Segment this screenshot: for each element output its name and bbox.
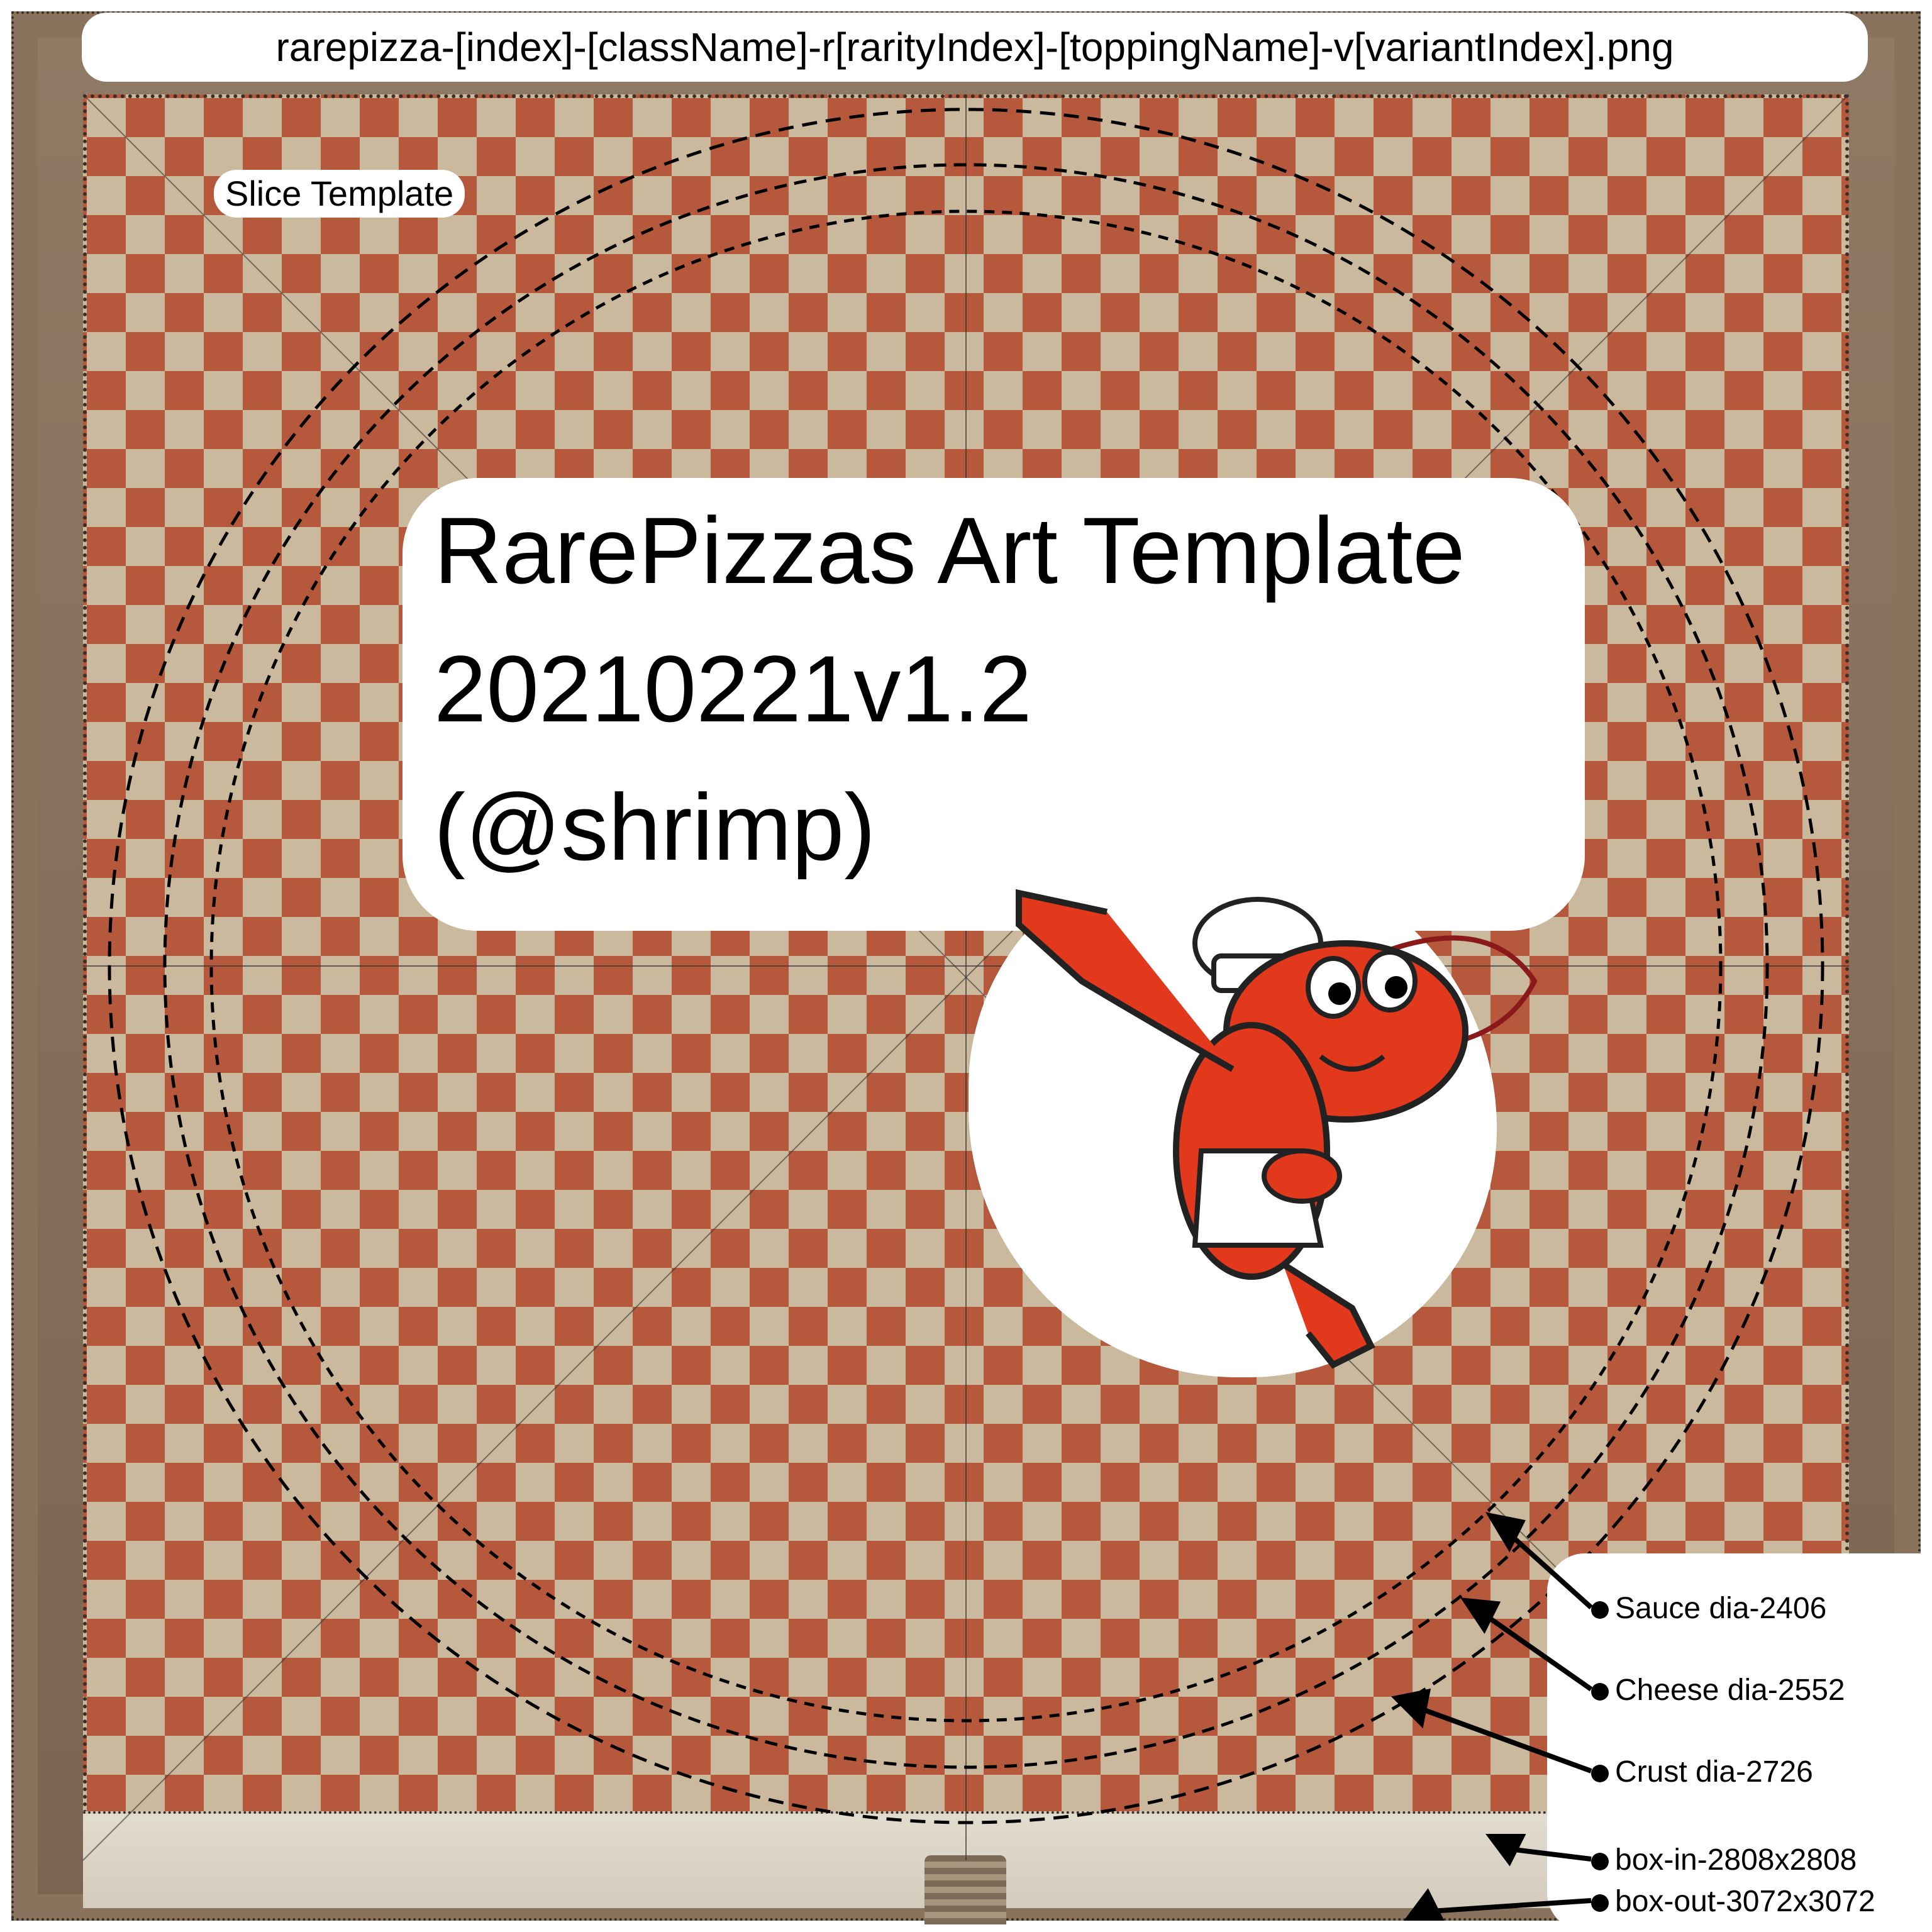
cheese-arrowhead xyxy=(1460,1597,1501,1634)
legend-item-box-out: box-out-3072x3072 xyxy=(1591,1884,1875,1919)
legend-label: box-out-3072x3072 xyxy=(1615,1885,1875,1918)
slice-template-label: Slice Template xyxy=(214,170,465,218)
legend-item-sauce: Sauce dia-2406 xyxy=(1591,1591,1826,1626)
sauce-arrow xyxy=(1501,1526,1593,1609)
legend-dot xyxy=(1591,1601,1609,1619)
legend-dot xyxy=(1591,1765,1609,1783)
legend-label: Cheese dia-2552 xyxy=(1615,1674,1845,1707)
legend-dot xyxy=(1591,1853,1609,1871)
filename-pattern-label: rarepizza-[index]-[className]-r[rarityIn… xyxy=(82,13,1868,82)
legend-label: Sauce dia-2406 xyxy=(1615,1592,1827,1625)
crust-circle xyxy=(108,108,1824,1824)
legend-sticker xyxy=(1547,1553,1932,1931)
crust-arrowhead xyxy=(1391,1688,1431,1729)
sauce-circle xyxy=(209,209,1723,1723)
title-line-1: RarePizzas Art Template xyxy=(434,497,1465,603)
crust-arrow xyxy=(1407,1702,1592,1774)
title-sticker: RarePizzas Art Template 20210221v1.2 (@s… xyxy=(402,478,1585,931)
box-out-arrow xyxy=(1421,1898,1592,1914)
box-out-arrowhead xyxy=(1404,1888,1445,1921)
sauce-arrowhead xyxy=(1485,1512,1526,1553)
cheese-circle xyxy=(163,163,1769,1769)
legend-item-box-in: box-in-2808x2808 xyxy=(1591,1843,1857,1877)
slice-line-diagonal-2 xyxy=(82,94,1850,1861)
legend-item-cheese: Cheese dia-2552 xyxy=(1591,1673,1845,1707)
legend-label: box-in-2808x2808 xyxy=(1615,1843,1857,1877)
legend-label: Crust dia-2726 xyxy=(1615,1755,1813,1789)
legend-dot xyxy=(1591,1683,1609,1701)
legend-dot xyxy=(1591,1894,1609,1913)
box-in-arrow xyxy=(1509,1846,1592,1862)
box-notch xyxy=(924,1855,1006,1924)
title-line-2: 20210221v1.2 xyxy=(434,636,1032,741)
title-line-3: (@shrimp) xyxy=(434,774,876,880)
cheese-arrow xyxy=(1476,1607,1593,1692)
box-in-arrowhead xyxy=(1485,1834,1526,1867)
legend-item-crust: Crust dia-2726 xyxy=(1591,1755,1813,1789)
